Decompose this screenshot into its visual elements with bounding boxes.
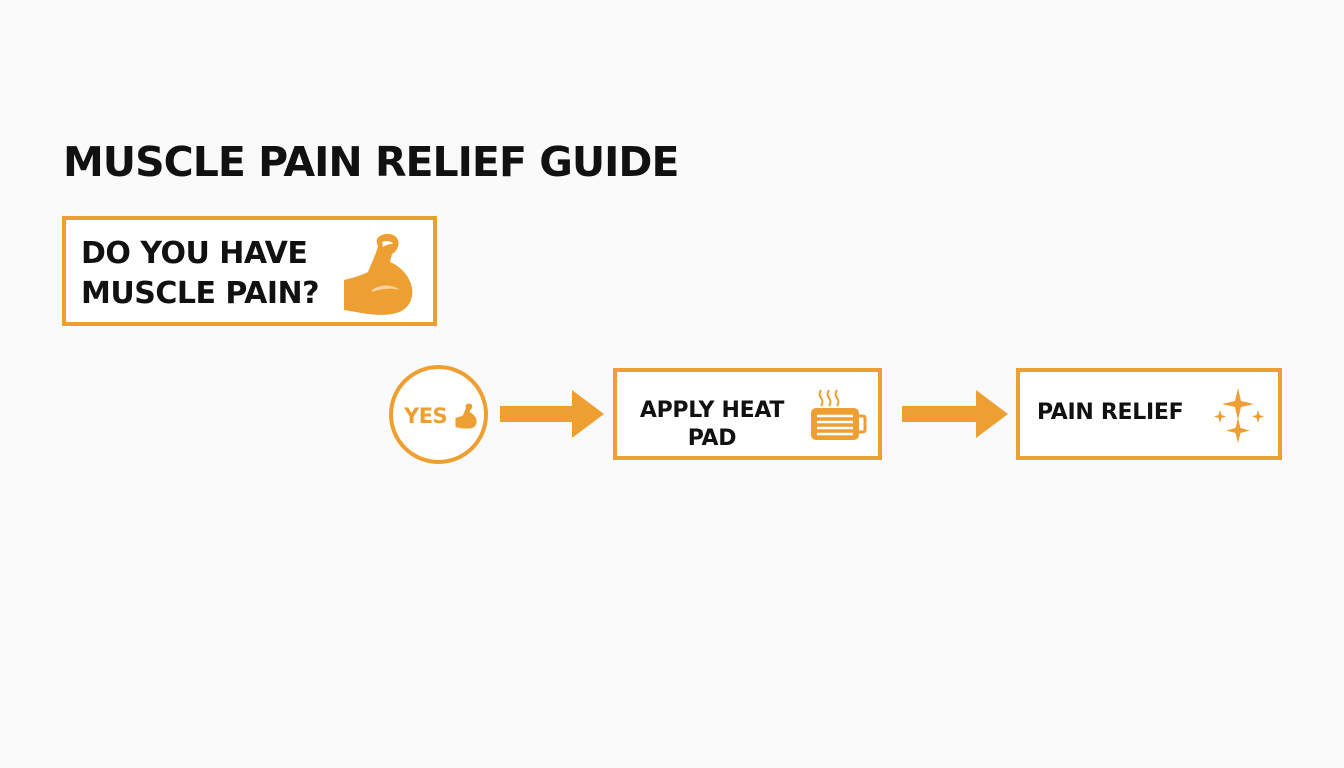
- page-title: MUSCLE PAIN RELIEF GUIDE: [63, 138, 679, 186]
- question-text: DO YOU HAVE MUSCLE PAIN?: [81, 234, 320, 314]
- heat-pad-icon: [811, 389, 867, 440]
- pain-relief-step: PAIN RELIEF: [1016, 368, 1282, 460]
- arrow-yes-to-heat: [500, 390, 604, 438]
- sparkle-icon: [1214, 388, 1264, 443]
- pain-relief-text: PAIN RELIEF: [1037, 400, 1184, 425]
- yes-label: YES: [404, 404, 448, 428]
- flexed-bicep-icon: [344, 233, 413, 315]
- heat-pad-line-1: APPLY HEAT: [639, 398, 785, 423]
- yes-node: YES: [389, 365, 488, 464]
- heat-pad-step: APPLY HEAT PAD: [613, 368, 882, 460]
- question-line-2: MUSCLE PAIN?: [81, 276, 320, 311]
- arrow-heat-to-relief: [902, 390, 1008, 438]
- flexed-bicep-icon: [455, 403, 477, 429]
- question-box: DO YOU HAVE MUSCLE PAIN?: [62, 216, 437, 326]
- heat-pad-text: APPLY HEAT PAD: [617, 397, 807, 453]
- question-line-1: DO YOU HAVE: [81, 236, 308, 271]
- heat-pad-line-2: PAD: [687, 426, 737, 451]
